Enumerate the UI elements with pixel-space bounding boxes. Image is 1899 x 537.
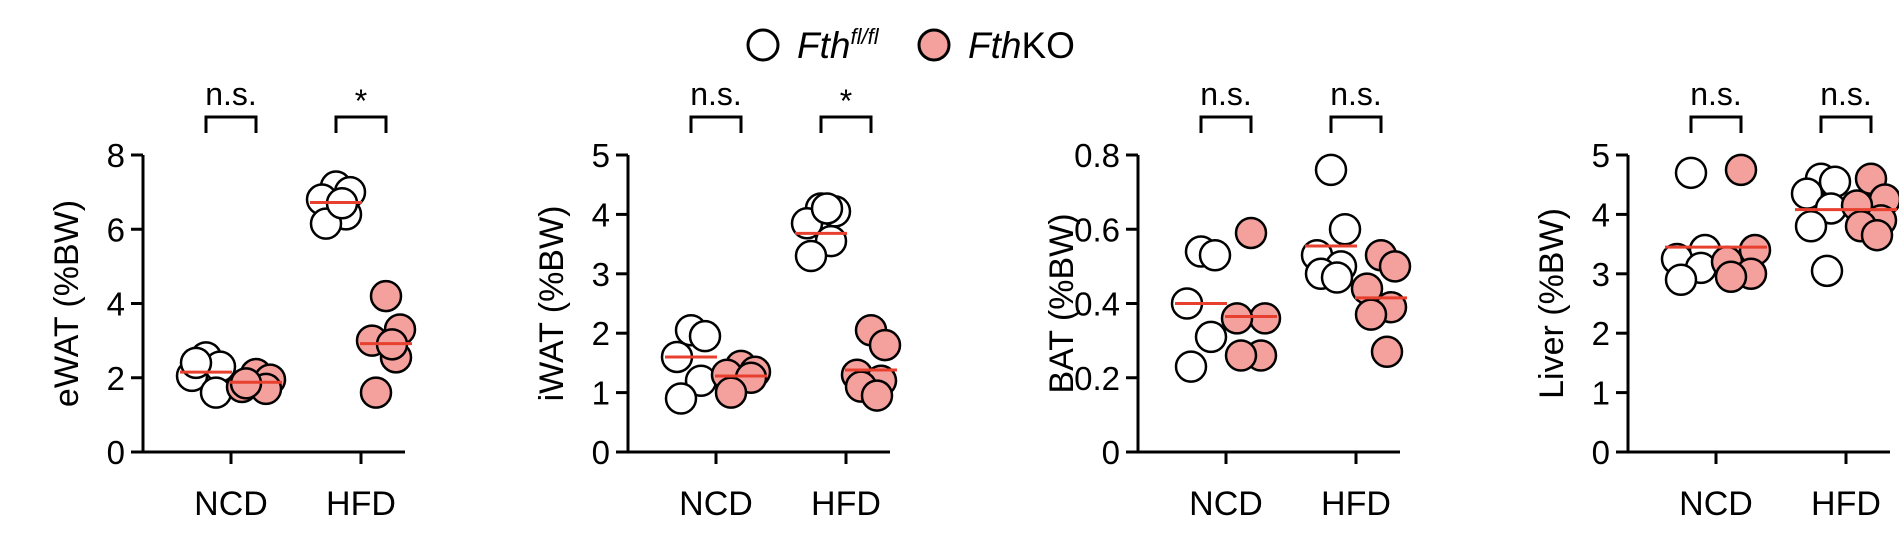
significance-label: n.s.: [205, 76, 257, 112]
data-point: [1860, 218, 1894, 252]
x-tick-label: NCD: [1189, 485, 1263, 523]
y-tick-label: 4: [107, 286, 125, 323]
significance-bracket: [1689, 115, 1743, 133]
x-tick-label: NCD: [194, 485, 268, 523]
chart-panel-2: 0 1 2 3 4 5 iWAT (%BW) NCD n.s. HFD *: [533, 76, 902, 523]
y-tick-label: 0: [107, 434, 125, 471]
significance-label: n.s.: [1200, 76, 1252, 112]
data-point: [860, 379, 894, 412]
y-tick-label: 0.4: [1074, 286, 1120, 323]
y-tick-label: 0: [1102, 434, 1120, 471]
x-tick-label: HFD: [811, 485, 881, 523]
chart-panel-1: 0 2 4 6 8 eWAT (%BW) NCD n.s. HFD *: [48, 76, 417, 523]
y-tick-label: 8: [107, 137, 125, 174]
data-point: [1354, 298, 1388, 331]
data-point: [688, 319, 722, 353]
significance-bracket: [819, 115, 873, 133]
data-point: [1320, 261, 1354, 294]
y-tick-label: 4: [592, 196, 610, 233]
significance-bracket: [1199, 115, 1253, 133]
data-point: [179, 346, 213, 380]
data-point: [1198, 238, 1232, 272]
legend-control-marker: [746, 28, 780, 62]
data-point: [1378, 250, 1412, 283]
data-point: [1224, 339, 1258, 372]
x-tick-label: NCD: [1679, 485, 1753, 523]
significance-label: *: [840, 83, 852, 119]
y-tick-label: 2: [1592, 315, 1610, 352]
x-tick-label: HFD: [1321, 485, 1391, 523]
y-tick-label: 2: [107, 360, 125, 397]
y-tick-label: 5: [1592, 137, 1610, 174]
significance-label: n.s.: [1330, 76, 1382, 112]
data-point: [1674, 156, 1708, 190]
chart-panels: 0 2 4 6 8 eWAT (%BW) NCD n.s. HFD * 0 1 2 3 4 5 iWAT (%B…: [48, 76, 1899, 523]
y-tick-label: 0: [1592, 434, 1610, 471]
y-tick-label: 0: [592, 434, 610, 471]
significance-label: n.s.: [690, 76, 742, 112]
data-point: [1810, 254, 1844, 288]
data-point: [1370, 335, 1404, 369]
data-point: [1818, 165, 1852, 198]
y-axis-label: iWAT (%BW): [533, 206, 571, 402]
y-axis-label: BAT (%BW): [1043, 213, 1081, 393]
significance-label: n.s.: [1820, 76, 1872, 112]
y-tick-label: 3: [592, 256, 610, 293]
significance-bracket: [1329, 115, 1383, 133]
data-point: [1714, 260, 1748, 294]
data-point: [1314, 153, 1348, 187]
data-point: [714, 376, 748, 409]
significance-bracket: [689, 115, 743, 133]
y-tick-label: 3: [1592, 256, 1610, 293]
y-tick-label: 5: [592, 137, 610, 174]
data-point: [1724, 153, 1758, 187]
significance-label: n.s.: [1690, 76, 1742, 112]
data-point: [1248, 302, 1282, 335]
data-point: [359, 376, 393, 409]
data-point: [868, 328, 902, 362]
y-tick-label: 1: [1592, 375, 1610, 412]
x-tick-label: NCD: [679, 485, 753, 523]
y-axis-label: Liver (%BW): [1533, 208, 1571, 399]
y-axis-label: eWAT (%BW): [48, 200, 86, 407]
data-point: [810, 192, 844, 225]
data-point: [1328, 213, 1362, 246]
y-tick-label: 4: [1592, 196, 1610, 233]
x-tick-label: HFD: [326, 485, 396, 523]
y-tick-label: 1: [592, 375, 610, 412]
data-point: [794, 239, 828, 273]
significance-bracket: [334, 115, 388, 133]
data-point: [1194, 320, 1228, 354]
data-point: [664, 382, 698, 415]
y-tick-label: 0.6: [1074, 211, 1120, 248]
x-tick-label: HFD: [1811, 485, 1881, 523]
y-tick-label: 2: [592, 315, 610, 352]
legend: Fthfl/fl FthKO: [746, 24, 1075, 66]
data-point: [1794, 210, 1828, 243]
data-point: [1664, 263, 1698, 296]
legend-ko-label: FthKO: [968, 25, 1075, 66]
data-point: [1220, 302, 1254, 335]
y-tick-label: 0.8: [1074, 137, 1120, 174]
data-point: [1174, 350, 1208, 383]
y-tick-label: 0.2: [1074, 360, 1120, 397]
data-point: [199, 376, 233, 409]
legend-ko-marker: [917, 28, 951, 62]
data-point: [369, 279, 403, 313]
legend-control-label: Fthfl/fl: [797, 24, 880, 66]
y-tick-label: 6: [107, 211, 125, 248]
significance-label: *: [355, 83, 367, 119]
significance-bracket: [204, 115, 258, 133]
significance-bracket: [1819, 115, 1873, 133]
data-point: [1234, 216, 1268, 250]
